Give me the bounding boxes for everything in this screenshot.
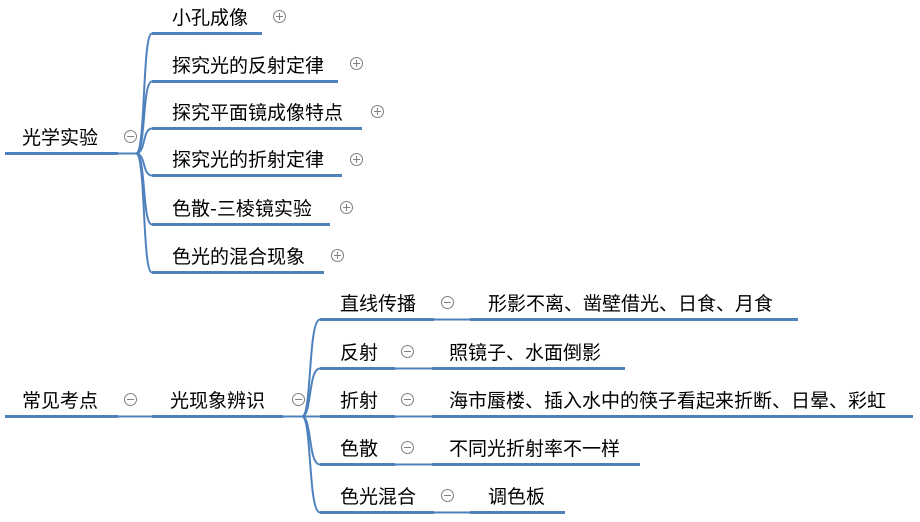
- topic-refraction-examples[interactable]: 海市蜃楼、插入水中的筷子看起来折断、日晕、彩虹: [432, 387, 913, 418]
- topic-light-phenomena-identification[interactable]: 光现象辨识: [152, 387, 283, 418]
- topic-common-exam-points[interactable]: 常见考点: [5, 387, 118, 418]
- topic-plane-mirror-imaging-experiment[interactable]: 探究平面镜成像特点: [152, 99, 362, 130]
- topic-pinhole-imaging[interactable]: 小孔成像: [152, 4, 262, 35]
- collapse-icon[interactable]: [401, 393, 414, 406]
- topic-dispersion[interactable]: 色散: [320, 435, 395, 466]
- topic-rectilinear-examples[interactable]: 形影不离、凿壁借光、日食、月食: [470, 290, 798, 321]
- expand-icon[interactable]: [331, 249, 344, 262]
- topic-optics-experiments[interactable]: 光学实验: [5, 124, 118, 155]
- topic-dispersion-explanation[interactable]: 不同光折射率不一样: [432, 435, 640, 466]
- connector: [118, 152, 153, 226]
- expand-icon[interactable]: [273, 10, 286, 23]
- topic-reflection-examples[interactable]: 照镜子、水面倒影: [432, 339, 625, 370]
- connector: [118, 80, 153, 155]
- topic-reflection[interactable]: 反射: [320, 339, 395, 370]
- topic-reflection-law-experiment[interactable]: 探究光的反射定律: [152, 52, 338, 83]
- topic-color-mixing[interactable]: 色光混合: [320, 483, 434, 514]
- collapse-icon[interactable]: [441, 296, 454, 309]
- connector: [118, 152, 153, 177]
- expand-icon[interactable]: [350, 57, 363, 70]
- topic-refraction[interactable]: 折射: [320, 387, 395, 418]
- expand-icon[interactable]: [371, 105, 384, 118]
- topic-color-mixing-example[interactable]: 调色板: [470, 483, 565, 514]
- connector: [283, 415, 321, 514]
- topic-rectilinear-propagation[interactable]: 直线传播: [320, 290, 434, 321]
- connector: [283, 415, 321, 466]
- topic-dispersion-prism-experiment[interactable]: 色散-三棱镜实验: [152, 195, 330, 226]
- collapse-icon[interactable]: [401, 441, 414, 454]
- collapse-icon[interactable]: [124, 130, 137, 143]
- expand-icon[interactable]: [340, 201, 353, 214]
- expand-icon[interactable]: [350, 153, 363, 166]
- topic-refraction-law-experiment[interactable]: 探究光的折射定律: [152, 146, 342, 177]
- collapse-icon[interactable]: [401, 345, 414, 358]
- topic-color-light-mixing[interactable]: 色光的混合现象: [152, 243, 324, 274]
- connector: [118, 152, 153, 274]
- collapse-icon[interactable]: [292, 393, 305, 406]
- collapse-icon[interactable]: [124, 393, 137, 406]
- collapse-icon[interactable]: [441, 489, 454, 502]
- connector: [283, 367, 321, 418]
